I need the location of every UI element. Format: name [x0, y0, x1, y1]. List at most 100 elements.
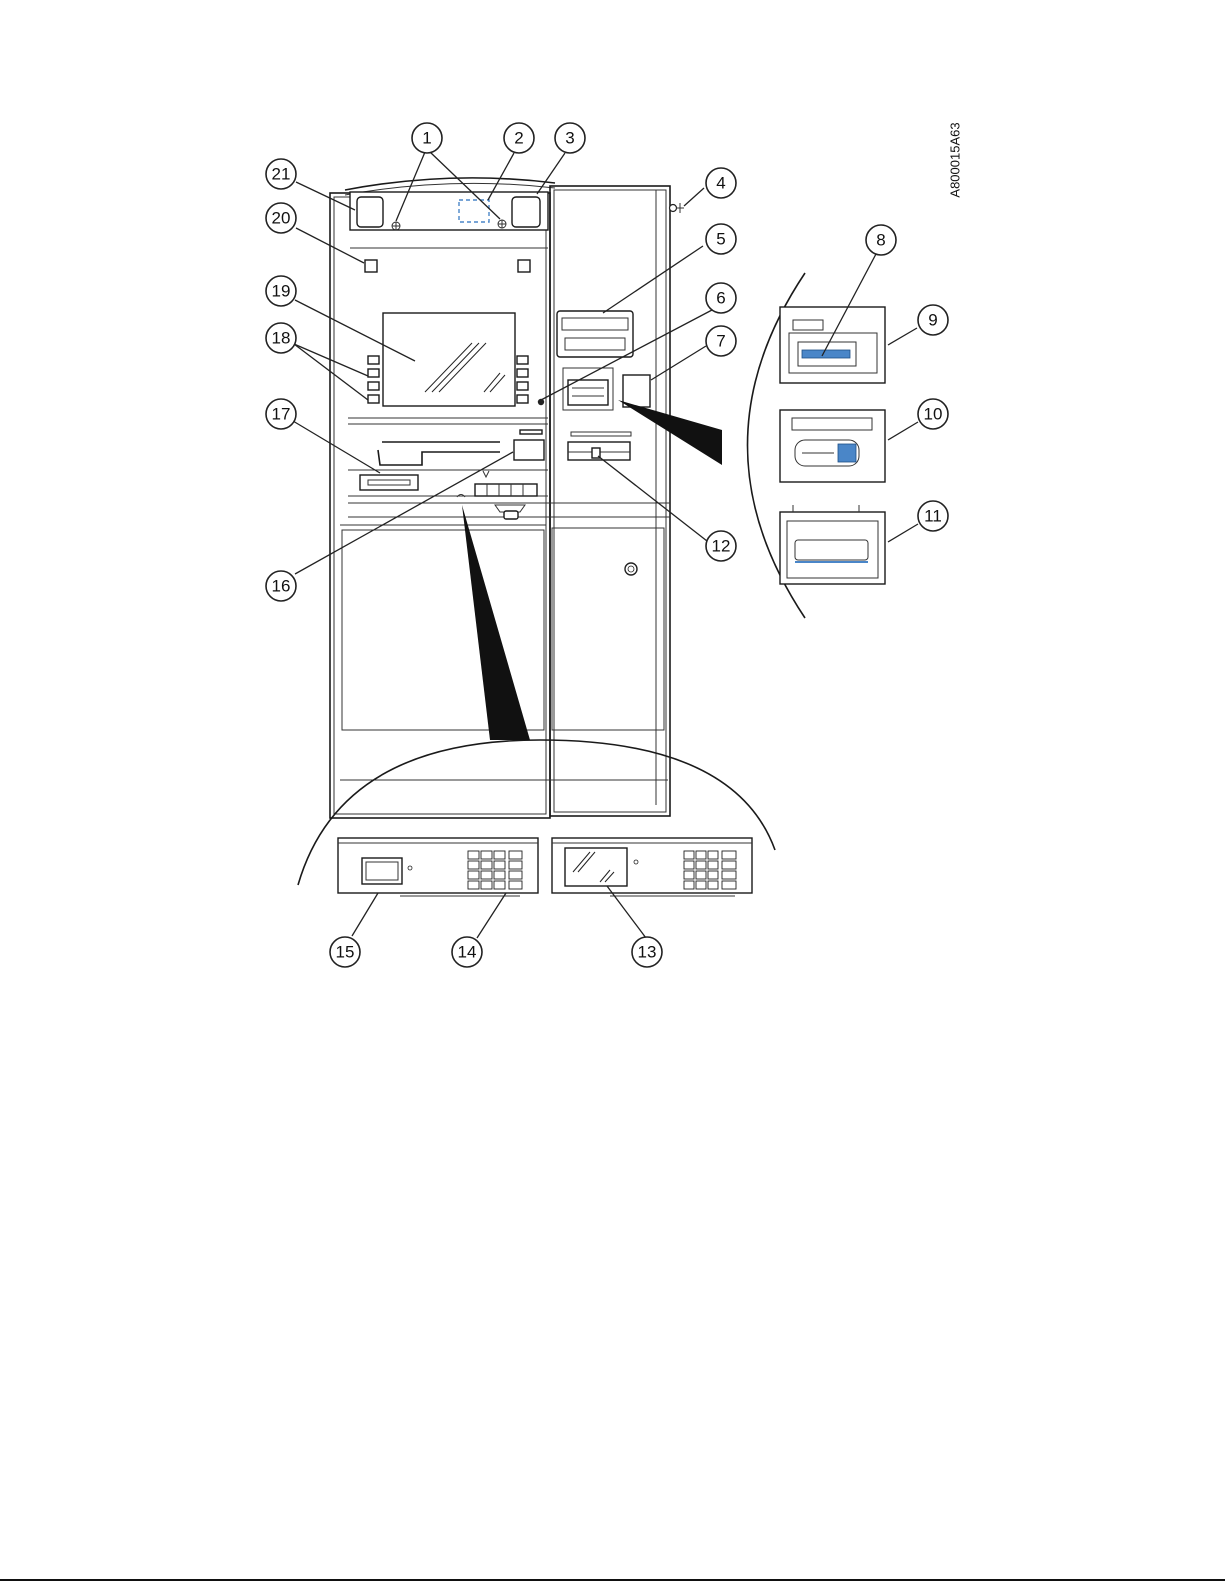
callout-20: 20: [266, 203, 296, 233]
panel-display-right: [565, 848, 627, 886]
speaker-right: [498, 220, 506, 228]
callout-14-label: 14: [458, 943, 477, 962]
figure-id-text: A800015A63: [948, 122, 963, 197]
callout-5-label: 5: [716, 230, 725, 249]
keypad-key: [722, 881, 736, 889]
keypad-key: [494, 851, 505, 859]
topper-light-right: [512, 197, 540, 227]
keypad-key: [684, 861, 694, 869]
callout-10: 10: [918, 399, 948, 429]
callout-17-label: 17: [272, 405, 291, 424]
keypad-key: [481, 881, 492, 889]
keypad-key: [481, 851, 492, 859]
card-reader-detail-9: [780, 307, 885, 383]
proximity-sensor-right: [518, 260, 530, 272]
keypad-key: [468, 861, 479, 869]
proximity-sensor-left: [365, 260, 377, 272]
card-reader: [563, 368, 613, 410]
keypad-key: [509, 861, 522, 869]
callout-13-label: 13: [638, 943, 657, 962]
callout-9: 9: [918, 305, 948, 335]
callout-15: 15: [330, 937, 360, 967]
epp-keypad-panel-right: [552, 838, 752, 896]
callout-18: 18: [266, 323, 296, 353]
keypad-key: [481, 871, 492, 879]
callout-3-label: 3: [565, 129, 574, 148]
cash-dispenser: [360, 442, 500, 490]
keypad-key: [509, 881, 522, 889]
bottom-rule: [0, 1579, 1225, 1581]
callout-14: 14: [452, 937, 482, 967]
magnified-detail-arc-bottom: [298, 505, 775, 896]
keypad-key: [494, 871, 505, 879]
callout-10-label: 10: [924, 405, 943, 424]
callout-19: 19: [266, 276, 296, 306]
speaker-left: [392, 222, 400, 230]
callout-1: 1: [412, 123, 442, 153]
callout-1-label: 1: [422, 129, 431, 148]
callout-7-label: 7: [716, 332, 725, 351]
magnified-detail-arc-right: [618, 273, 885, 618]
keypad-key: [468, 871, 479, 879]
callout-21: 21: [266, 159, 296, 189]
function-keys-right: [517, 356, 528, 403]
keypad-key: [722, 851, 736, 859]
callout-11-label: 11: [924, 507, 942, 526]
callout-12: 12: [706, 531, 736, 561]
keypad-key: [708, 851, 718, 859]
callout-13: 13: [632, 937, 662, 967]
callout-9-label: 9: [928, 311, 937, 330]
callout-7: 7: [706, 326, 736, 356]
receipt-printer: [557, 311, 633, 357]
callout-2: 2: [504, 123, 534, 153]
display-screen: [383, 313, 515, 406]
keypad-key: [481, 861, 492, 869]
callout-6-label: 6: [716, 289, 725, 308]
callout-4-label: 4: [716, 174, 725, 193]
callout-21-label: 21: [272, 165, 291, 184]
callout-15-label: 15: [336, 943, 355, 962]
keypad-key: [696, 851, 706, 859]
callout-12-label: 12: [712, 537, 731, 556]
callout-18-label: 18: [272, 329, 291, 348]
keypad-key: [708, 881, 718, 889]
figure-id: A800015A63: [945, 115, 965, 205]
callout-16: 16: [266, 571, 296, 601]
keypad-key: [696, 881, 706, 889]
callout-8-label: 8: [876, 231, 885, 250]
keypad-key: [696, 871, 706, 879]
callout-2-label: 2: [514, 129, 523, 148]
callout-20-label: 20: [272, 209, 291, 228]
shelf-keypad: [475, 484, 537, 496]
callout-16-label: 16: [272, 577, 291, 596]
card-reader-box: [514, 440, 544, 460]
keypad-key: [684, 851, 694, 859]
callout-3: 3: [555, 123, 585, 153]
keypad-key: [684, 881, 694, 889]
card-reader-detail-11: [780, 505, 885, 584]
keypad-key: [722, 871, 736, 879]
callout-11: 11: [918, 501, 948, 531]
keypad-key: [722, 861, 736, 869]
deposit-window: [623, 375, 650, 407]
keypad-key: [696, 861, 706, 869]
callout-17: 17: [266, 399, 296, 429]
keypad-key: [468, 881, 479, 889]
keypad-key: [468, 851, 479, 859]
callout-5: 5: [706, 224, 736, 254]
keypad-key: [494, 881, 505, 889]
callout-4: 4: [706, 168, 736, 198]
function-keys-left: [368, 356, 379, 403]
keypad-key: [684, 871, 694, 879]
epp-keypad-panel-left: [338, 838, 538, 896]
keypad-key: [509, 871, 522, 879]
keypad-key: [708, 861, 718, 869]
envelope-depository: [568, 432, 631, 460]
side-lock: [670, 203, 685, 213]
keypad-key: [509, 851, 522, 859]
door-lock: [625, 563, 637, 575]
callout-8: 8: [866, 225, 896, 255]
topper-light-left: [357, 197, 383, 227]
card-reader-detail-10: [780, 410, 885, 482]
